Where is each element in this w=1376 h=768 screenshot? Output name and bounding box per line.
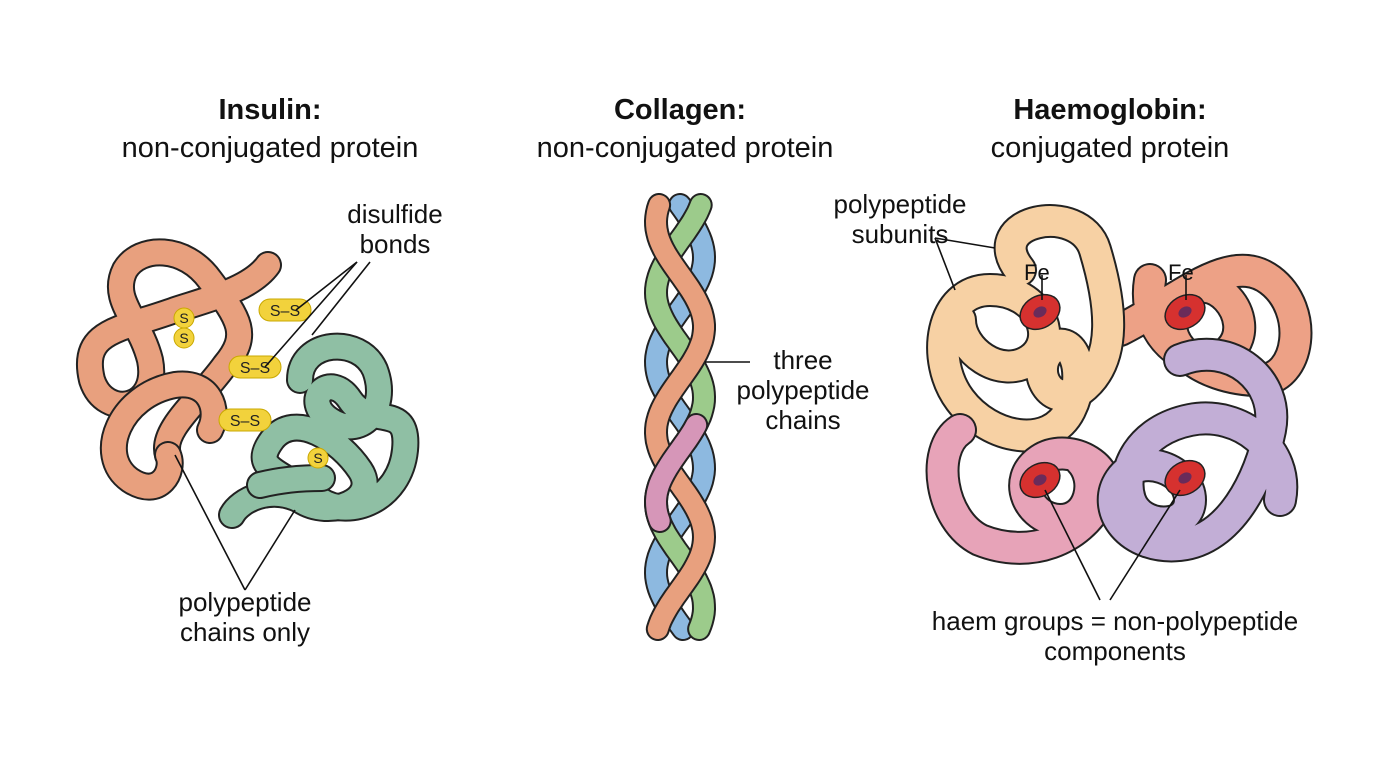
disulfide-bond-2-text: S–S	[240, 360, 270, 377]
disulfide-bond-1: S–S	[258, 298, 312, 322]
insulin-chain-a	[76, 238, 282, 469]
iron-label-right: Fe	[1168, 260, 1194, 285]
haem-group-2-iron-core	[1178, 306, 1192, 318]
collagen-triple-helix	[644, 193, 716, 641]
iron-label-left: Fe	[1024, 260, 1050, 285]
haem-group-3	[1019, 461, 1061, 499]
haemoglobin-molecule	[925, 204, 1313, 565]
disulfide-bonds-label-line1: disulfide	[347, 199, 443, 229]
single-sulfur-2-text: S	[179, 330, 188, 346]
haem-group-2	[1164, 293, 1206, 331]
insulin-chain-b	[218, 332, 420, 529]
disulfide-bonds-label: disulfide bonds	[320, 199, 470, 260]
three-polypeptide-chains-label: three polypeptide chains	[718, 345, 888, 436]
polypeptide-subunits-line1: polypeptide	[833, 189, 967, 219]
haemoglobin-title: Haemoglobin:	[1013, 94, 1207, 126]
disulfide-bond-3-text: S–S	[230, 413, 260, 430]
polypeptide-subunits-line2: subunits	[851, 218, 949, 249]
label-leader-lines	[174, 237, 1187, 601]
collagen-chain-3	[644, 193, 716, 641]
insulin-chain-a-body	[78, 240, 280, 467]
three-chains-line3: chains	[765, 404, 841, 435]
insulin-chain-a-tail	[99, 370, 228, 501]
collagen-chain-1	[644, 193, 716, 641]
leader-haem-1	[1044, 489, 1101, 601]
single-sulfur-3-shape	[307, 447, 329, 469]
polypeptide-subunits-label: polypeptide subunits	[815, 189, 985, 250]
disulfide-bond-1-shape	[258, 298, 312, 322]
three-chains-line2: polypeptide	[736, 374, 870, 405]
disulfide-bond-3: S–S	[218, 408, 272, 432]
leader-haem-2	[1109, 489, 1181, 601]
haem-groups	[1019, 293, 1206, 499]
haem-group-1	[1019, 293, 1061, 331]
leader-chains-insulin-a	[174, 454, 246, 591]
leader-disulfide-1	[295, 261, 358, 311]
collagen-chain-segment	[644, 413, 709, 533]
haem-group-3-iron-core	[1033, 474, 1047, 486]
leader-chains-insulin-b	[244, 509, 296, 591]
leader-subunit-2	[934, 237, 956, 291]
haem-groups-line1: haem groups = non-polypeptide	[931, 606, 1299, 636]
hb-subunit-beta-2-body	[1098, 339, 1297, 561]
single-sulfur-2: S	[173, 327, 195, 349]
hb-subunit-beta-2	[1096, 337, 1299, 563]
polypeptide-chains-only-line2: chains only	[179, 616, 311, 647]
polypeptide-chains-only-label: polypeptide chains only	[150, 587, 340, 648]
single-sulfur-3: S	[307, 447, 329, 469]
haemoglobin-subtitle: conjugated protein	[990, 132, 1230, 164]
hb-subunit-alpha-1	[926, 204, 1126, 453]
disulfide-bond-2: S–S	[228, 355, 282, 379]
single-sulfur-3-text: S	[313, 450, 322, 466]
insulin-title: Insulin:	[218, 94, 322, 126]
haem-group-4	[1164, 459, 1206, 497]
collagen-chain-1-body	[646, 195, 714, 639]
single-sulfur-2-shape	[173, 327, 195, 349]
insulin-subtitle: non-conjugated protein	[121, 132, 419, 164]
single-sulfur-1: S	[173, 307, 195, 329]
insulin-chain-b-tail-body	[248, 466, 334, 497]
collagen-subtitle: non-conjugated protein	[536, 132, 834, 164]
collagen-title: Collagen:	[613, 94, 747, 126]
haem-group-1-iron-core	[1033, 306, 1047, 318]
three-chains-line1: three	[773, 345, 833, 375]
haem-groups-line2: components	[1044, 635, 1186, 666]
hb-subunit-alpha-1-body	[928, 206, 1124, 451]
leader-disulfide-3	[311, 261, 371, 336]
disulfide-bond-3-shape	[218, 408, 272, 432]
collagen-chain-segment-body	[646, 415, 707, 531]
haem-groups-label: haem groups = non-polypeptide components	[880, 606, 1350, 667]
collagen-chain-3-body	[646, 195, 714, 639]
disulfide-bond-1-text: S–S	[270, 303, 300, 320]
disulfide-bond-2-shape	[228, 355, 282, 379]
polypeptide-chains-only-line1: polypeptide	[178, 587, 312, 617]
insulin-chain-b-body	[220, 334, 418, 527]
insulin-chain-a-tail-body	[101, 372, 226, 499]
insulin-chain-b-tail	[246, 464, 336, 499]
disulfide-bonds-label-line2: bonds	[359, 228, 431, 259]
leader-disulfide-2	[264, 261, 358, 368]
single-sulfur-1-text: S	[179, 310, 188, 326]
haem-group-4-iron-core	[1178, 472, 1192, 484]
leader-subunit-1	[934, 237, 996, 249]
